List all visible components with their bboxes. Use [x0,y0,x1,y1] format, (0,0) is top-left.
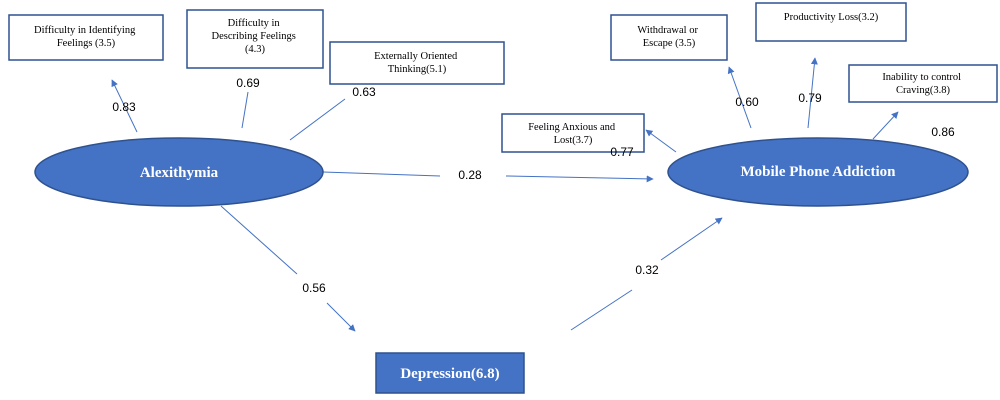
latent-label-depression: Depression(6.8) [400,366,499,382]
loading-arrow-anxious [645,129,677,153]
loading-value-productivity: 0.79 [798,91,822,105]
indicator-externally-oriented-thinking: Externally Oriented Thinking(5.1) [329,41,505,85]
loading-arrow-ddf [241,91,249,129]
indicator-label-line: Withdrawal or [637,25,698,36]
loading-value-craving: 0.86 [931,125,955,139]
indicator-difficulty-describing-feelings: Difficulty in Describing Feelings (4.3) [186,9,324,69]
svg-text:Feeling Anxious and Lost: Feeling Anxious and Lost(3.7) [528,122,618,146]
indicator-label-line: Feeling Anxious and [528,122,616,133]
indicator-label-line: Difficulty in [228,18,281,29]
indicator-withdrawal-or-escape: Withdrawal or Escape (3.5) [610,14,728,61]
loading-value-dif: 0.83 [112,100,136,114]
indicator-label-line: Craving(3.8) [896,85,950,96]
loading-value-eot: 0.63 [352,85,376,99]
path-arrow-alexithymia-to-mpa-start [322,171,441,177]
path-value-alexithymia-to-mpa: 0.28 [458,168,482,182]
indicator-label-line: Thinking(5.1) [388,64,447,75]
indicator-label-line: Escape (3.5) [643,38,696,49]
indicator-productivity-loss: Productivity Loss(3.2) [755,2,907,42]
path-arrow-alexithymia-to-depression-start [220,205,298,275]
indicator-label-line: Difficulty in Identifying [34,25,136,36]
indicator-label-line: Externally Oriented [374,51,458,62]
loading-arrow-craving [872,111,899,140]
loading-arrow-withdrawal [727,66,752,129]
loading-arrow-dif [111,79,138,133]
latent-label-mpa: Mobile Phone Addiction [740,164,896,180]
svg-text:Difficulty in Identifying: Difficulty in Identifying Feelings (3.5) [34,25,138,49]
path-arrow-depression-to-mpa-start [570,289,633,331]
loading-value-ddf: 0.69 [236,76,260,90]
loading-value-withdrawal: 0.60 [735,95,759,109]
svg-text:Withdrawal or Escape (3.: Withdrawal or Escape (3.5) [637,25,700,49]
latent-depression: Depression(6.8) [375,352,525,394]
svg-text:Externally Oriented Thin: Externally Oriented Thinking(5.1) [374,51,460,75]
indicator-label-line: Feelings (3.5) [57,38,116,49]
path-arrow-depression-to-mpa [660,217,723,261]
indicator-inability-control-craving: Inability to control Craving(3.8) [848,64,998,103]
latent-mobile-phone-addiction: Mobile Phone Addiction [667,137,969,207]
indicator-label-line: (4.3) [245,44,266,55]
indicator-label-line: Productivity Loss(3.2) [784,12,879,23]
loading-arrow-productivity [807,57,818,129]
path-arrow-alexithymia-to-mpa [505,175,654,183]
latent-alexithymia: Alexithymia [34,137,324,207]
svg-text:Inability to control Cra: Inability to control Craving(3.8) [882,72,963,96]
indicator-label-line: Describing Feelings [212,31,296,42]
path-value-depression-to-mpa: 0.32 [635,263,659,277]
indicator-label-line: Inability to control [882,72,961,83]
latent-label-alexithymia: Alexithymia [140,165,219,181]
svg-text:Difficulty in Describing: Difficulty in Describing Feelings (4.3) [212,18,299,55]
indicator-difficulty-identifying-feelings: Difficulty in Identifying Feelings (3.5) [8,14,164,61]
path-arrow-alexithymia-to-depression [326,302,356,332]
indicator-feeling-anxious-lost: Feeling Anxious and Lost(3.7) [501,113,645,153]
loading-arrow-eot [289,98,346,141]
path-value-alexithymia-to-depression: 0.56 [302,281,326,295]
loading-value-anxious: 0.77 [610,145,634,159]
indicator-label-line: Lost(3.7) [554,135,593,146]
